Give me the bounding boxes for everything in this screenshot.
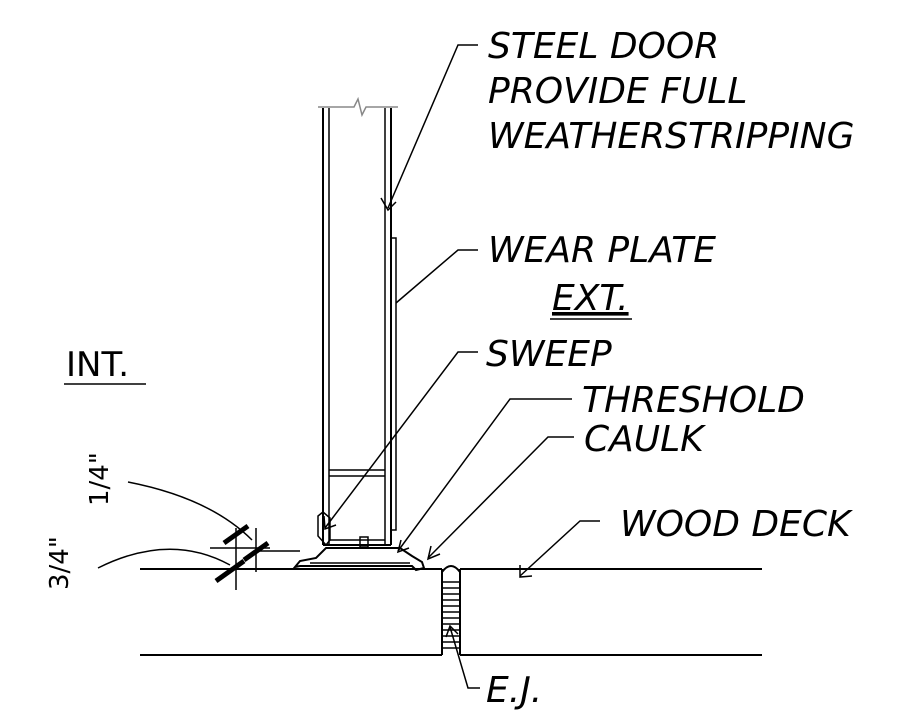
door-break-line — [318, 96, 398, 118]
wood-deck — [140, 568, 762, 656]
dimension-three-quarter-inch: 3/4" — [45, 536, 75, 590]
label-steel-door-line2: PROVIDE FULL — [488, 71, 747, 112]
label-wear-plate: WEAR PLATE — [488, 230, 716, 271]
door-sweep — [317, 511, 331, 547]
label-interior: INT. — [66, 345, 129, 385]
label-expansion-joint: E.J. — [486, 670, 542, 711]
leader-caulk — [426, 436, 574, 561]
leader-steel-door — [380, 44, 478, 212]
leader-expansion-joint — [445, 624, 480, 689]
label-steel-door-line3: WEATHERSTRIPPING — [488, 116, 855, 157]
label-caulk: CAULK — [584, 419, 706, 460]
label-exterior: EXT. — [552, 278, 629, 319]
dimension-quarter-inch: 1/4" — [85, 452, 115, 506]
leader-sweep — [323, 351, 478, 531]
threshold — [292, 547, 426, 572]
leader-threshold — [396, 398, 572, 554]
dimension-marks — [97, 481, 300, 590]
leader-wear-plate — [395, 249, 478, 304]
label-sweep: SWEEP — [486, 334, 612, 375]
caulk-bead — [441, 565, 461, 573]
steel-door — [318, 96, 398, 548]
leader-wood-deck — [519, 520, 600, 578]
expansion-joint — [441, 565, 461, 655]
label-steel-door-line1: STEEL DOOR — [488, 26, 719, 67]
label-wood-deck: WOOD DECK — [620, 504, 853, 545]
wear-plate — [390, 237, 397, 531]
label-threshold: THRESHOLD — [582, 380, 805, 421]
